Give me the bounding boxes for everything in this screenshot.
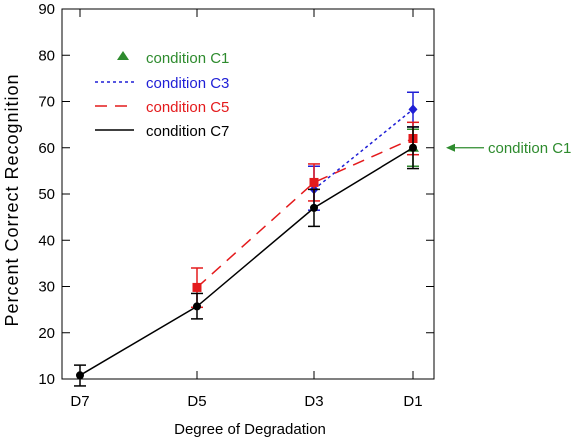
y-tick-label: 70 [38, 94, 55, 111]
legend-label: condition C5 [146, 99, 229, 116]
x-tick-label: D5 [187, 393, 206, 410]
y-tick-label: 80 [38, 47, 55, 64]
data-point [408, 104, 418, 115]
y-tick-label: 40 [38, 232, 55, 249]
data-point [409, 143, 417, 152]
y-tick-label: 60 [38, 140, 55, 157]
series-condition-c7 [74, 126, 419, 387]
data-point [192, 282, 202, 292]
legend: condition C1 condition C3 condition C5 cond… [95, 50, 229, 140]
series-layer [74, 91, 419, 387]
legend-label: condition C7 [146, 123, 229, 140]
y-tick-label: 20 [38, 325, 55, 342]
plot-border [61, 8, 435, 380]
series-line [79, 147, 414, 376]
x-axis-label: Degree of Degradation [174, 421, 326, 438]
y-axis-label: Percent Correct Recognition [2, 73, 22, 326]
annotation: condition C1 [446, 140, 571, 157]
legend-label: condition C1 [146, 50, 229, 67]
x-tick-label: D1 [403, 393, 422, 410]
plot-frame [61, 8, 435, 380]
legend-label: condition C3 [146, 75, 229, 92]
data-point [309, 177, 319, 187]
data-point [310, 203, 318, 212]
annotation-label: condition C1 [488, 140, 571, 157]
x-tick-label: D7 [70, 393, 89, 410]
series-line [196, 137, 414, 288]
annotation-arrow-head [446, 143, 455, 152]
legend-marker [117, 51, 129, 60]
y-tick-label: 50 [38, 186, 55, 203]
x-tick-label: D3 [304, 393, 323, 410]
series-condition-c3 [308, 91, 419, 211]
y-tick-label: 90 [38, 1, 55, 18]
data-point [193, 302, 201, 311]
x-axis: D7 D5 D3 D1 [70, 9, 423, 410]
y-tick-label: 30 [38, 279, 55, 296]
y-tick-label: 10 [38, 371, 55, 388]
y-axis: 10 20 30 40 50 60 70 80 90 [38, 1, 434, 388]
data-point [76, 371, 84, 380]
